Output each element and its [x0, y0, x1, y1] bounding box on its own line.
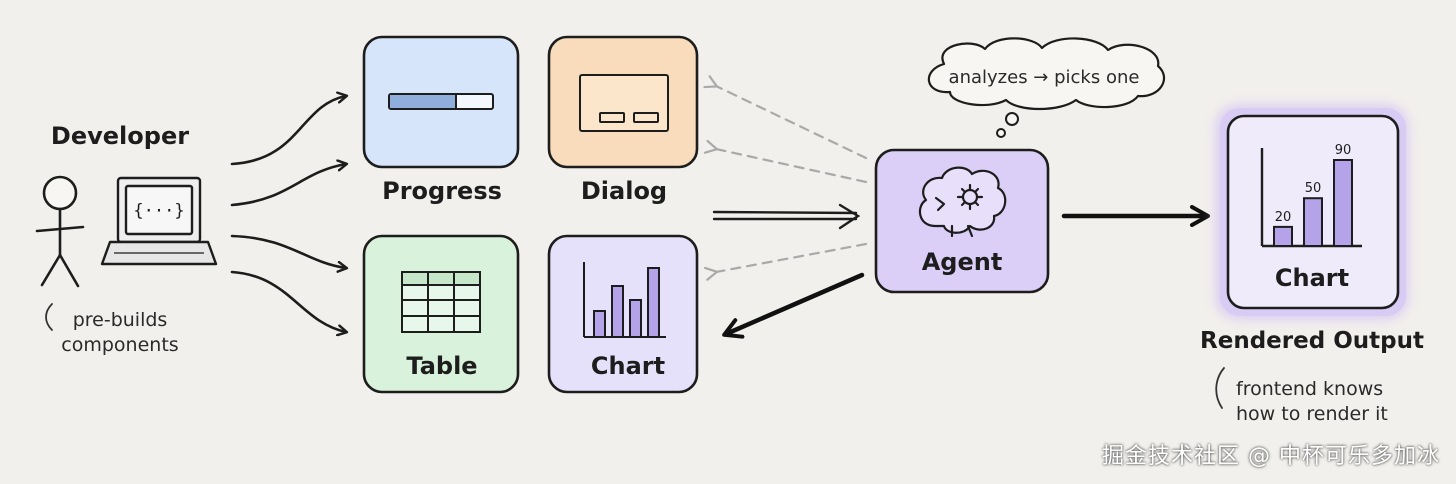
output-bar	[1333, 159, 1353, 247]
agent-box	[874, 148, 1050, 294]
output-note-bracket	[1215, 367, 1225, 409]
developer-arrows	[230, 96, 346, 332]
developer-note-bracket	[45, 303, 53, 331]
chart-label: Chart	[591, 352, 665, 380]
arrow-to-dialog	[230, 164, 346, 207]
dashed-arrow-to-dialog	[703, 75, 868, 160]
progress-bar-icon	[388, 93, 494, 110]
bar-chart-icon	[583, 262, 666, 338]
output-bar	[1303, 197, 1323, 248]
table-card	[362, 234, 520, 394]
dashed-arrow-to-chart	[703, 242, 868, 281]
agent-label: Agent	[922, 248, 1003, 276]
output-bar-value-label: 50	[1305, 181, 1322, 196]
output-note-line1: frontend knows	[1236, 378, 1383, 400]
output-bar-chart: 20 50 90	[1260, 143, 1362, 248]
developer-note-line1: pre-builds	[73, 309, 168, 331]
agent-scan-arrows	[703, 75, 868, 281]
arrow-to-chart	[230, 270, 346, 332]
thought-cloud	[927, 37, 1165, 138]
progress-card	[362, 35, 520, 169]
laptop-code-label: {···}	[133, 201, 184, 221]
dialog-card	[547, 35, 699, 169]
watermark: 掘金技术社区 @ 中杯可乐多加冰	[1102, 444, 1440, 469]
table-grid-icon	[401, 271, 481, 333]
output-bar	[1273, 225, 1293, 247]
chart-card	[547, 234, 699, 394]
output-bar-value-label: 20	[1275, 210, 1292, 225]
thought-text: analyzes → picks one	[949, 67, 1140, 88]
brain-gear-icon	[918, 166, 1007, 238]
output-card-label: Chart	[1275, 264, 1349, 292]
output-note-line2: how to render it	[1236, 403, 1388, 425]
table-label: Table	[406, 352, 477, 380]
dialog-window-icon	[579, 74, 669, 132]
developer-title: Developer	[51, 122, 189, 150]
rendered-output-card: 20 50 90	[1216, 105, 1408, 319]
arrow-to-table	[230, 234, 346, 268]
input-arrow-to-agent	[712, 203, 861, 230]
stick-figure-icon	[35, 175, 85, 288]
arrow-to-progress	[230, 96, 346, 166]
selection-arrow-to-chart	[722, 272, 865, 339]
dialog-label: Dialog	[581, 177, 667, 205]
laptop-icon	[100, 176, 218, 266]
developer-note-line2: components	[61, 334, 178, 356]
progress-label: Progress	[382, 177, 502, 205]
dashed-arrow-to-dialog-2	[703, 139, 868, 184]
rendered-output-caption: Rendered Output	[1200, 328, 1424, 354]
output-bar-value-label: 90	[1335, 143, 1352, 158]
